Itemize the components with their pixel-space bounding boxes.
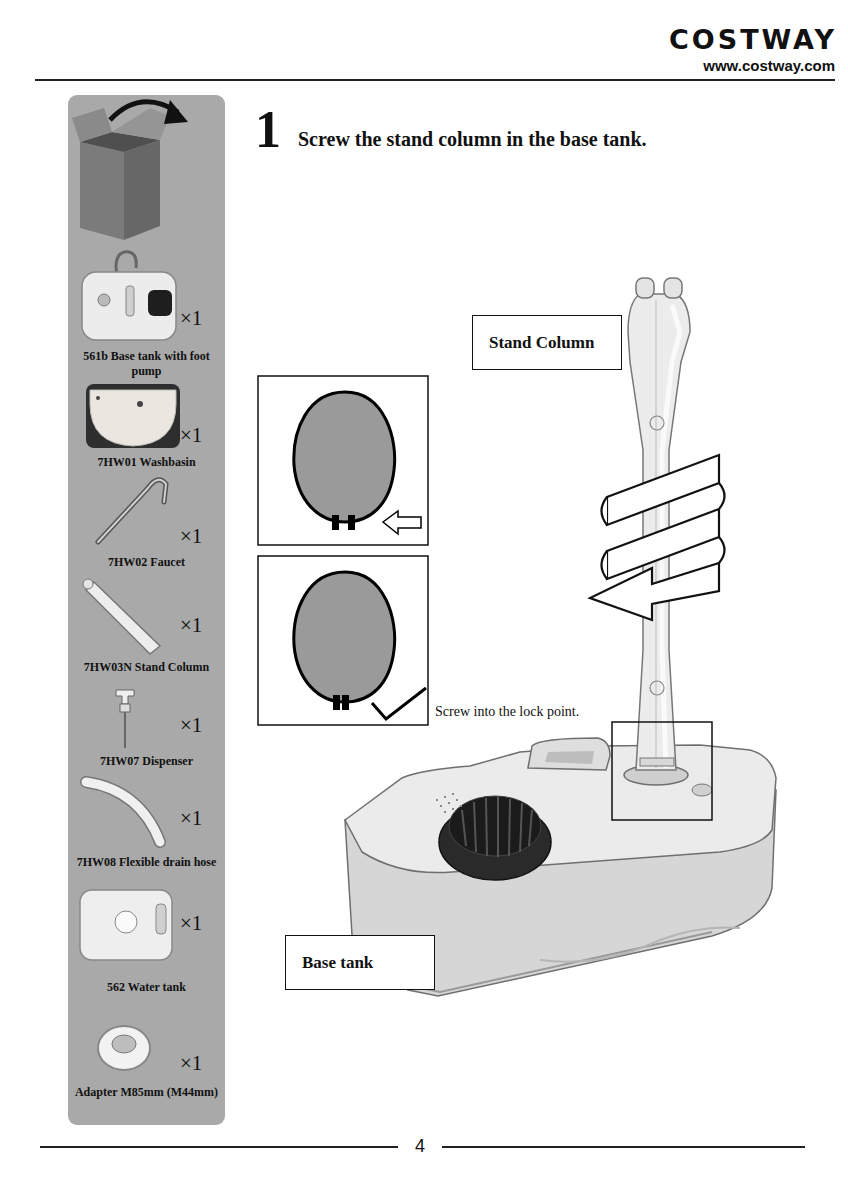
column-thread	[640, 758, 674, 766]
callout-text: Base tank	[302, 953, 373, 973]
header-rule	[35, 79, 835, 81]
lock-tab	[333, 695, 340, 710]
handle-grip	[545, 751, 594, 764]
quantity: ×1	[180, 306, 222, 331]
quantity: ×1	[180, 423, 222, 448]
adapter-icon	[98, 1026, 150, 1070]
adapter-hole	[112, 1035, 136, 1053]
lock-tab	[342, 695, 349, 710]
tank-slot-icon	[126, 286, 134, 316]
dispenser-tube	[124, 712, 126, 748]
column-icon	[86, 582, 160, 654]
part-name: 7HW01 Washbasin	[71, 455, 222, 470]
part-name: 561b Base tank with foot pump	[71, 349, 222, 379]
lock-tab	[332, 515, 339, 530]
rotation-arrow	[590, 563, 719, 620]
carton-front	[80, 142, 124, 240]
unbox-arrow	[110, 102, 178, 120]
column-clip	[650, 681, 664, 695]
part-name: 7HW02 Faucet	[71, 555, 222, 570]
part-name: Adapter M85mm (M44mm)	[71, 1085, 222, 1100]
rotation-arrow	[602, 497, 608, 525]
part-name: 7HW08 Flexible drain hose	[71, 855, 222, 870]
quantity: ×1	[180, 1051, 222, 1076]
direction-arrow	[383, 511, 421, 534]
water-tank-cap	[115, 911, 137, 933]
tank-handle	[528, 738, 610, 770]
pump-port	[692, 784, 712, 796]
step-number: 1	[255, 102, 295, 158]
column-knob	[664, 278, 682, 298]
quantity: ×1	[180, 911, 222, 936]
footer-rule	[40, 1146, 398, 1148]
hose-icon	[86, 782, 160, 842]
rotation-arrow	[719, 483, 725, 509]
footer-rule	[442, 1146, 805, 1148]
lock-tab	[348, 515, 355, 530]
cap-top	[449, 796, 541, 856]
inset-frame	[258, 376, 428, 545]
unbox-arrow-head	[164, 100, 188, 124]
dispenser-collar	[120, 704, 130, 712]
callout-text: Stand Column	[489, 333, 594, 353]
part-name: 562 Water tank	[71, 980, 222, 995]
website: www.costway.com	[600, 57, 835, 74]
faucet-icon	[98, 480, 166, 542]
hose-icon-outline	[86, 782, 160, 842]
carton-flap	[72, 108, 112, 142]
tank-cap-icon	[148, 290, 172, 316]
faucet-highlight	[98, 480, 166, 542]
parts-panel: ×1 561b Base tank with foot pump ×1 7HW01 W…	[68, 95, 225, 1125]
detail-frame	[612, 722, 712, 820]
inset-frame	[258, 556, 428, 725]
tank-icon	[82, 272, 176, 340]
water-tank-icon	[80, 890, 172, 960]
basin-hole	[137, 401, 143, 407]
column-icon-knob	[83, 579, 93, 589]
carton-side	[124, 140, 160, 240]
column-section	[294, 392, 395, 522]
callout-box: Base tank	[285, 935, 435, 990]
quantity: ×1	[180, 806, 222, 831]
brand-logo: COSTWAY	[600, 24, 837, 55]
column-clip	[650, 416, 664, 430]
part-name: 7HW07 Dispenser	[71, 754, 222, 769]
hose-loop	[116, 252, 136, 280]
page-number: 4	[400, 1136, 440, 1157]
part-name: 7HW03N Stand Column	[71, 660, 222, 675]
carton-flap	[112, 108, 170, 140]
column-section	[294, 572, 395, 702]
step-title: Screw the stand column in the base tank.	[298, 128, 828, 151]
carton-opening	[80, 132, 160, 152]
basin-icon	[90, 390, 176, 446]
rotation-arrow	[719, 537, 725, 563]
quantity: ×1	[180, 613, 222, 638]
dispenser-head	[116, 690, 134, 704]
callout-box: Stand Column	[472, 315, 622, 370]
vent-holes	[436, 794, 462, 812]
rotation-arrow	[602, 551, 608, 579]
cap-ribs	[462, 797, 532, 857]
tank-port-icon	[98, 294, 110, 306]
quantity: ×1	[180, 713, 222, 738]
hose-line	[540, 928, 740, 962]
basin-hole	[96, 396, 100, 400]
note-text: Screw into the lock point.	[435, 704, 635, 720]
check-mark	[372, 688, 426, 719]
column-knob	[636, 278, 654, 298]
quantity: ×1	[180, 524, 222, 549]
basin-frame	[86, 384, 180, 448]
water-tank-handle	[156, 904, 166, 934]
